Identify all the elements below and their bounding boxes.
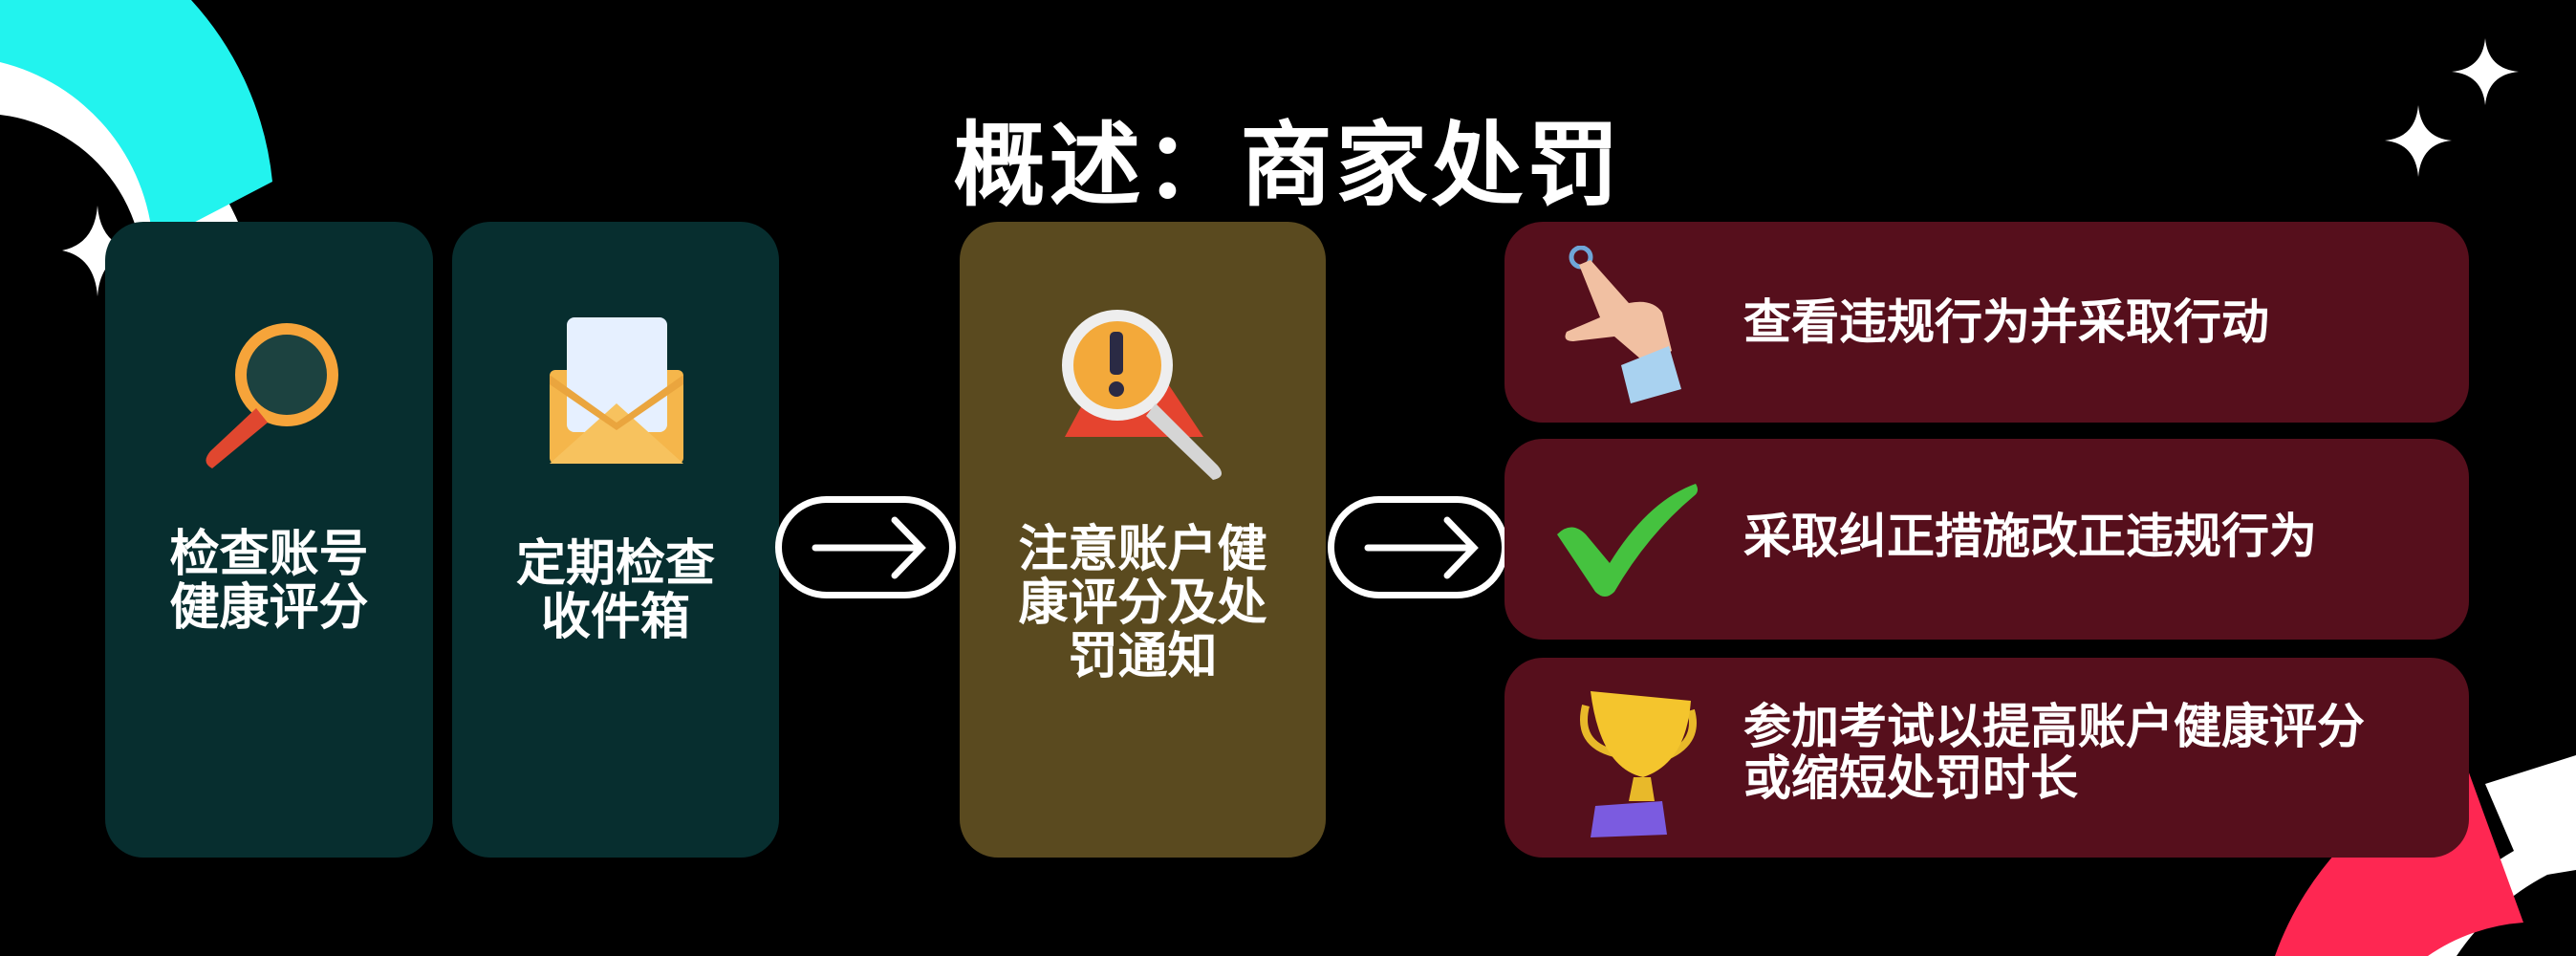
sparkle-icon — [2452, 38, 2519, 105]
checkmark-icon — [1557, 484, 1699, 597]
magnifier-icon — [206, 323, 338, 468]
pointing-hand-icon — [1565, 246, 1681, 403]
action-label: 采取纠正措施改正违规行为 — [1743, 509, 2317, 564]
step-label-line: 定期检查 — [515, 535, 715, 593]
step-label-line: 健康评分 — [169, 579, 369, 637]
action-card-corrective-measures: 采取纠正措施改正违规行为 — [1504, 439, 2469, 640]
envelope-icon — [550, 317, 683, 464]
action-card-take-exam: 参加考试以提高账户健康评分 或缩短处罚时长 — [1504, 658, 2469, 858]
action-card-review-violations: 查看违规行为并采取行动 — [1504, 222, 2469, 423]
page-title: 概述：商家处罚 — [953, 112, 1623, 219]
sparkle-icon — [62, 206, 134, 296]
action-label-line: 或缩短处罚时长 — [1743, 750, 2078, 806]
action-label: 查看违规行为并采取行动 — [1743, 294, 2269, 350]
step-label-line: 检查账号 — [169, 526, 369, 583]
sparkle-icon — [2385, 105, 2452, 177]
step-card-notice-notifications: 注意账户健 康评分及处 罚通知 — [960, 222, 1326, 858]
arrow-right-icon — [1328, 496, 1508, 598]
action-label-line: 参加考试以提高账户健康评分 — [1743, 699, 2365, 754]
arrow-right-icon — [775, 496, 956, 598]
step-label-line: 康评分及处 — [1018, 575, 1267, 632]
step-label-line: 收件箱 — [540, 589, 690, 646]
step-label-line: 罚通知 — [1068, 628, 1218, 685]
warning-magnifier-icon — [1062, 310, 1222, 480]
trophy-icon — [1580, 691, 1697, 837]
step-card-check-health-score: 检查账号 健康评分 — [105, 222, 433, 858]
step-label-line: 注意账户健 — [1018, 521, 1267, 578]
step-card-check-inbox: 定期检查 收件箱 — [452, 222, 779, 858]
